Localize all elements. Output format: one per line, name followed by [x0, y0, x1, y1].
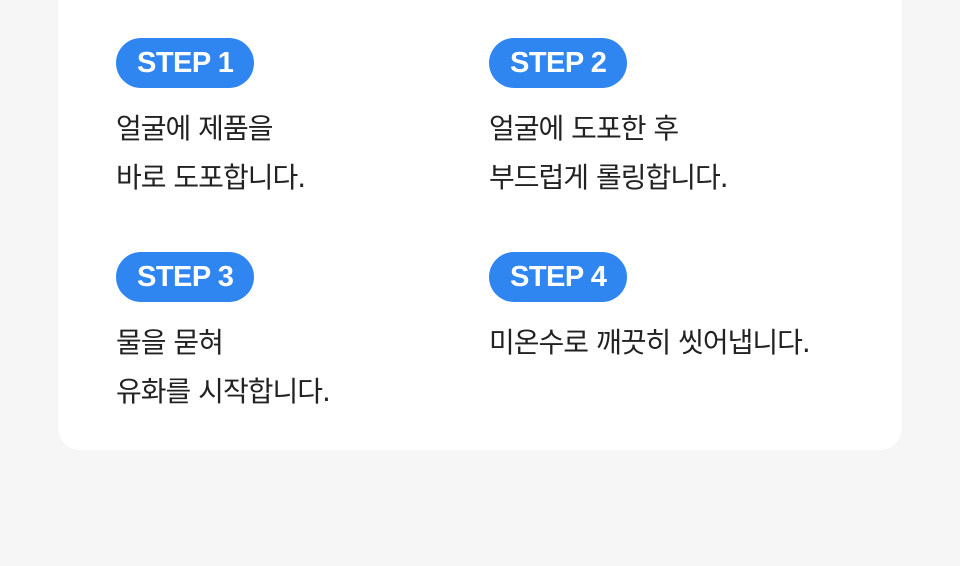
step-1-description: 얼굴에 제품을 바로 도포합니다. [116, 104, 306, 202]
step-1-badge: STEP 1 [116, 38, 255, 88]
steps-card: STEP 1 얼굴에 제품을 바로 도포합니다. STEP 2 얼굴에 도포한 … [58, 0, 902, 450]
step-4: STEP 4 미온수로 깨끗히 씻어냅니다. [489, 252, 811, 367]
step-2-line-1: 얼굴에 도포한 후 [489, 112, 679, 145]
step-1: STEP 1 얼굴에 제품을 바로 도포합니다. [116, 38, 306, 202]
step-4-badge: STEP 4 [489, 252, 628, 302]
step-3-line-1: 물을 묻혀 [116, 326, 224, 359]
step-1-line-2: 바로 도포합니다. [116, 161, 306, 194]
step-3-badge: STEP 3 [116, 252, 255, 302]
step-2: STEP 2 얼굴에 도포한 후 부드럽게 롤링합니다. [489, 38, 729, 202]
step-2-line-2: 부드럽게 롤링합니다. [489, 161, 729, 194]
step-4-line-1: 미온수로 깨끗히 씻어냅니다. [489, 326, 811, 359]
step-3-line-2: 유화를 시작합니다. [116, 375, 331, 408]
step-2-badge: STEP 2 [489, 38, 628, 88]
step-2-description: 얼굴에 도포한 후 부드럽게 롤링합니다. [489, 104, 729, 202]
step-1-line-1: 얼굴에 제품을 [116, 112, 273, 145]
step-3-description: 물을 묻혀 유화를 시작합니다. [116, 318, 331, 416]
step-3: STEP 3 물을 묻혀 유화를 시작합니다. [116, 252, 331, 416]
step-4-description: 미온수로 깨끗히 씻어냅니다. [489, 318, 811, 367]
